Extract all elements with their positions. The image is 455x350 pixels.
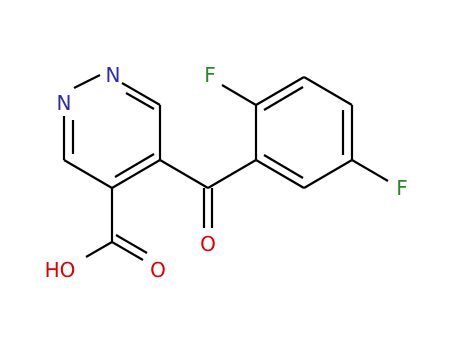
- bond-c4-c3-inner: [114, 153, 155, 178]
- bond-ar-c6-c1-inner: [263, 154, 304, 179]
- bond-ar-f1: [221, 84, 257, 106]
- bond-c4-carbonyl: [159, 159, 209, 189]
- atom-label-o-carbonyl: O: [200, 232, 216, 256]
- bond-cooh-o-double-2: [115, 234, 148, 254]
- bond-ar-c3-c4: [303, 76, 353, 106]
- bond-n2-n1: [73, 74, 101, 89]
- atom-label-n1: N: [106, 63, 121, 87]
- bonds: [62, 74, 389, 261]
- bond-ar-c2-c3: [255, 76, 305, 106]
- atom-labels: N N O O HO F F: [45, 63, 408, 282]
- bond-carbonyl-aryl: [207, 159, 257, 189]
- atom-label-f1: F: [204, 63, 216, 87]
- atom-label-f2: F: [396, 176, 408, 200]
- bond-n1-c-top-inner: [125, 92, 155, 110]
- bond-ar-c5-c6: [303, 159, 353, 189]
- bond-ar-c6-c1: [255, 159, 305, 189]
- bond-cooh-oh: [85, 241, 113, 258]
- bond-cooh-o-double-1: [111, 241, 144, 261]
- atom-label-n2: N: [57, 91, 72, 115]
- bond-c3-c-left: [63, 159, 113, 189]
- bond-c4-c3: [111, 159, 161, 189]
- bond-n1-c-top: [121, 82, 161, 106]
- atom-label-oh: HO: [45, 258, 76, 282]
- bond-ar-f2: [351, 159, 389, 182]
- bond-ar-c2-c3-inner: [263, 86, 304, 111]
- atom-label-o-acid: O: [150, 258, 166, 282]
